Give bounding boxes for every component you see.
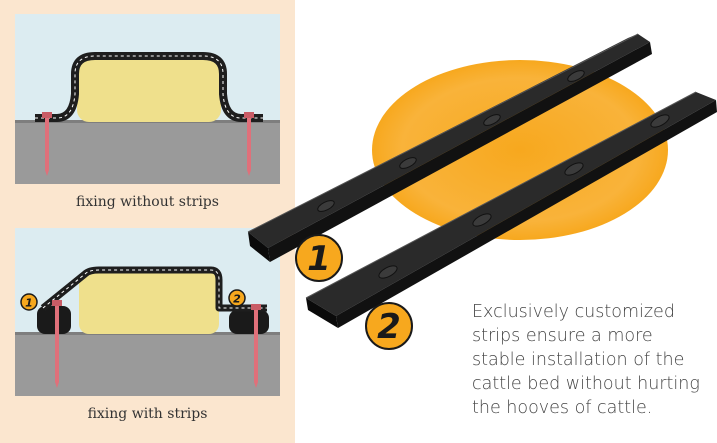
- cover-stitching: [35, 55, 263, 119]
- ground-floor: [15, 334, 280, 396]
- with-strips-illustration: 1 2: [15, 228, 280, 396]
- badge-strip-1-label: 1: [307, 239, 331, 279]
- badge-strip-2: 2: [365, 302, 413, 350]
- caption-with-strips: fixing with strips: [87, 406, 208, 422]
- product-illustration: 1 2: [240, 0, 717, 364]
- scene-with-strips: 1 2: [15, 228, 280, 396]
- scene-without-strips: [15, 14, 280, 184]
- strip-1: [247, 33, 652, 262]
- badge-strip-1: 1: [295, 234, 343, 282]
- description-line: strips ensure a more: [472, 326, 653, 346]
- description-line: stable installation of the: [472, 350, 685, 370]
- strip-2: [305, 91, 717, 328]
- without-strips-illustration: [15, 14, 280, 184]
- bolt-left: [52, 300, 62, 388]
- mini-badge-1: 1: [20, 293, 38, 311]
- mattress: [79, 272, 219, 334]
- mini-badge-2-label: 2: [233, 293, 241, 306]
- bolt-right: [251, 304, 261, 388]
- strip-left: [37, 306, 71, 334]
- description-line: Exclusively customized: [472, 302, 675, 322]
- mini-badge-1-label: 1: [25, 297, 33, 310]
- mattress: [77, 58, 221, 122]
- ground-floor: [15, 122, 280, 184]
- strip-right: [229, 310, 269, 334]
- bolt-left: [42, 112, 52, 176]
- bolt-right: [244, 112, 254, 176]
- orange-backdrop: [372, 60, 668, 240]
- cover-stitching: [42, 269, 267, 309]
- caption-without-strips: fixing without strips: [76, 194, 219, 210]
- description-line: cattle bed without hurting: [472, 374, 700, 394]
- description-text: Exclusively customized strips ensure a m…: [472, 300, 712, 420]
- badge-strip-2-label: 2: [377, 307, 401, 347]
- description-line: the hooves of cattle.: [472, 398, 653, 418]
- mini-badge-2: 2: [228, 289, 246, 307]
